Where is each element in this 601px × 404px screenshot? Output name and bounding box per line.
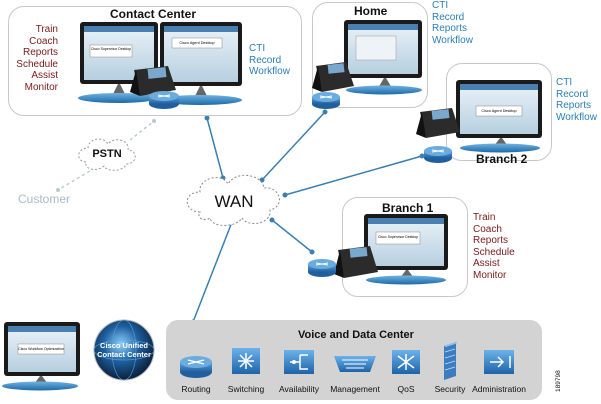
reports-label: Reports — [432, 23, 468, 34]
task-monitor: Monitor — [24, 81, 58, 93]
task-reports: Reports — [473, 235, 509, 246]
monitor-icon: Cisco Supervisor Desktop — [364, 214, 448, 285]
contact-center-title: Contact Center — [110, 7, 197, 21]
monitor-icon: Cisco Supervisor Desktop — [78, 22, 158, 103]
contact-center-tasks: Train Coach Reports Schedule Assist Moni… — [10, 24, 58, 93]
availability-icon — [284, 350, 314, 374]
switching-label: Switching — [227, 384, 265, 394]
workflow-label: Workflow — [249, 66, 290, 77]
cti-label: CTI — [556, 77, 573, 88]
task-schedule: Schedule — [473, 246, 515, 258]
ip-phone-icon — [334, 246, 378, 278]
screen-label: Cisco Workflow Optimization — [18, 347, 64, 351]
customer-label: Customer — [18, 192, 70, 206]
record-label: Record — [432, 11, 465, 23]
task-train: Train — [473, 212, 496, 223]
security-label: Security — [434, 384, 466, 394]
ip-phone-icon — [312, 62, 354, 92]
screen-label: Cisco Agent Desktop — [179, 41, 214, 45]
monitor-icon — [344, 20, 422, 95]
link-wan-datacenter — [192, 221, 233, 323]
unified-cc-label-line1: Cisco Unified — [100, 341, 148, 350]
link-wan-home — [261, 111, 326, 181]
wan-label: WAN — [214, 192, 253, 211]
administration-icon — [484, 350, 514, 374]
record-label: Record — [556, 88, 589, 100]
reports-label: Reports — [556, 100, 592, 111]
monitor-icon: Cisco Agent Desktop — [456, 80, 542, 153]
data-center-title: Voice and Data Center — [298, 329, 415, 341]
figure-id: 189798 — [555, 370, 562, 392]
branch1-tasks: Train Coach Reports Schedule Assist Moni… — [473, 212, 515, 281]
qos-icon — [392, 350, 420, 374]
screen-label: Cisco Agent Desktop — [481, 109, 516, 113]
management-label: Management — [330, 384, 380, 394]
task-coach: Coach — [473, 223, 502, 235]
task-monitor: Monitor — [473, 269, 507, 281]
router-icon — [312, 92, 340, 109]
task-reports: Reports — [22, 47, 58, 58]
task-train: Train — [35, 24, 58, 35]
branch2-title: Branch 2 — [476, 152, 528, 166]
unified-cc-label-line2: Contact Center — [97, 350, 151, 359]
workflow-label: Workflow — [432, 34, 473, 46]
availability-label: Availability — [278, 384, 319, 394]
ip-phone-icon — [416, 108, 460, 138]
router-icon — [424, 146, 452, 163]
qos-label: QoS — [397, 384, 415, 394]
task-assist: Assist — [473, 258, 500, 269]
branch2-cti: CTI Record Reports Workflow — [556, 77, 597, 123]
link-wan-branch2 — [284, 155, 423, 196]
home-cti: CTI Record Reports Workflow — [432, 0, 473, 46]
home-title: Home — [354, 4, 388, 18]
screen-label: Cisco Supervisor Desktop — [91, 47, 131, 51]
administration-label: Administration — [472, 384, 526, 394]
link-pstn-contact-center — [129, 120, 155, 141]
task-coach: Coach — [29, 35, 58, 47]
router-icon — [149, 91, 179, 109]
wan-cloud-icon: WAN — [186, 174, 280, 226]
branch1-title: Branch 1 — [382, 201, 434, 215]
link-wan-contact-center — [206, 117, 224, 179]
management-icon — [334, 356, 376, 372]
link-pstn-customer — [57, 167, 96, 191]
task-schedule: Schedule — [16, 58, 58, 70]
link-wan-branch1 — [271, 219, 313, 253]
screen-label: Cisco Supervisor Desktop — [378, 235, 418, 239]
cti-label: CTI — [249, 43, 266, 54]
router-icon — [308, 259, 336, 277]
record-label: Record — [249, 54, 282, 66]
security-icon — [444, 342, 458, 380]
contact-center-cti: CTI Record Workflow — [249, 43, 290, 78]
workflow-label: Workflow — [556, 111, 597, 123]
routing-label: Routing — [181, 384, 211, 394]
monitor-icon: Cisco Workflow Optimization — [2, 322, 80, 391]
routing-icon — [180, 356, 212, 378]
ip-phone-icon — [130, 66, 176, 96]
cti-label: CTI — [432, 0, 449, 11]
task-assist: Assist — [31, 70, 58, 81]
pstn-label: PSTN — [92, 148, 121, 160]
unified-contact-center-globe-icon: Cisco Unified Contact Center — [93, 319, 155, 381]
switching-icon — [232, 348, 260, 374]
pstn-cloud-icon: PSTN — [78, 138, 136, 171]
